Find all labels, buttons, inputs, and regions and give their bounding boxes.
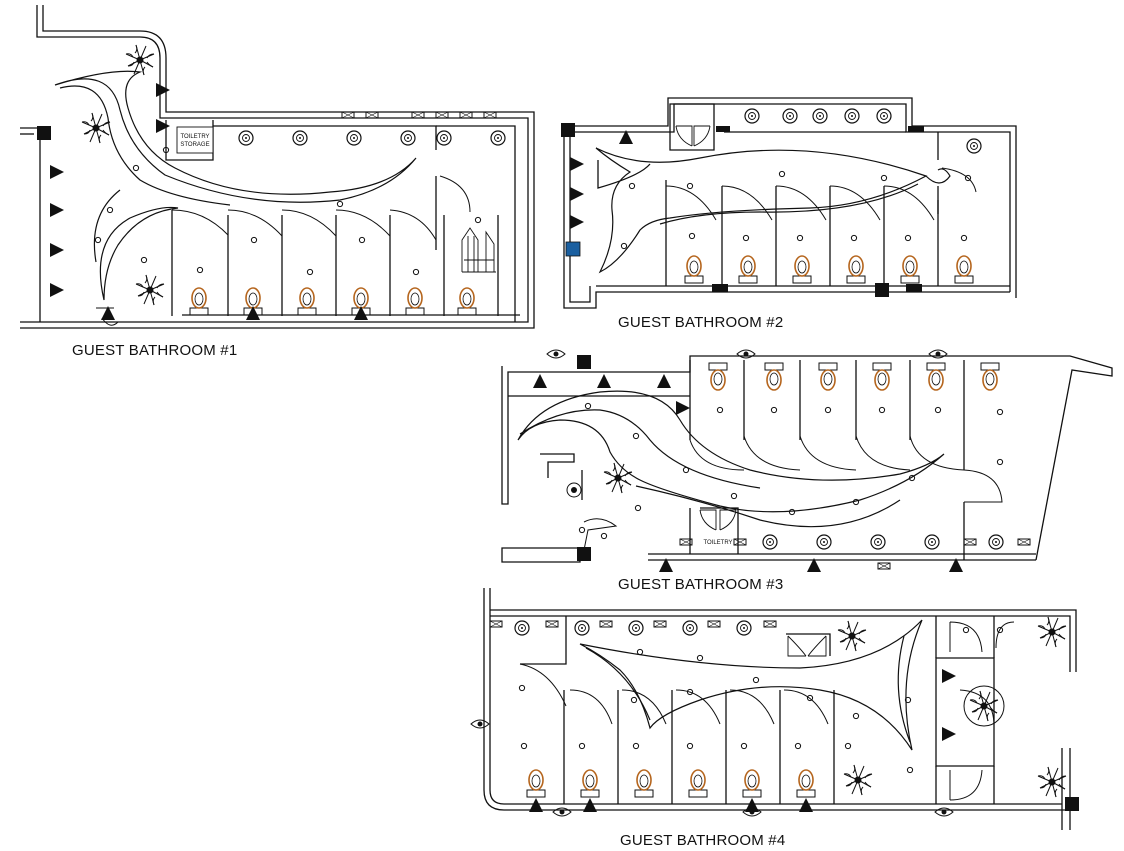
sink-icon: [988, 534, 1004, 550]
sink-icon: [574, 620, 590, 636]
toilet-icon: [764, 362, 784, 391]
toilet-icon: [634, 769, 654, 798]
toilet-icon: [580, 769, 600, 798]
toilet-icon: [526, 769, 546, 798]
sink-icon: [238, 130, 254, 146]
vents-plan-1: [341, 111, 497, 119]
columns-plan-2: [561, 123, 924, 297]
door-double-plan-2: [675, 125, 711, 147]
sink-icon: [844, 108, 860, 124]
toilet-icon: [926, 362, 946, 391]
sink-icon: [628, 620, 644, 636]
decor-sculpture: [461, 227, 496, 273]
ceiling-curve-plan-3: [517, 390, 945, 528]
sink-icon: [736, 620, 752, 636]
door-double-plan-3: [699, 509, 737, 531]
toilet-icon: [708, 362, 728, 391]
toilets-plan-4: [526, 769, 816, 798]
sink-icon: [924, 534, 940, 550]
toilet-icon: [900, 255, 920, 284]
toilet-icon: [872, 362, 892, 391]
toilets-plan-3: [708, 362, 1000, 391]
stall-door-arcs-plan-2: [665, 167, 977, 221]
plant-icon: [135, 274, 165, 306]
stall-door-arcs: [171, 175, 471, 241]
stall-door-arcs-plan-3: [583, 435, 1003, 551]
speakers-plan-3: [533, 374, 963, 572]
toiletry-storage-label-plan-3: TOILETRY: [703, 540, 732, 546]
sink-icon: [400, 130, 416, 146]
toilet-icon: [405, 287, 425, 316]
plant-icon: [843, 764, 873, 796]
guest-bathroom-2-plan: [563, 97, 1017, 309]
guest-bathroom-1-plan: [20, 5, 535, 329]
ceiling-curve-plan-2: [595, 147, 951, 274]
lights-plan-3: [578, 402, 1004, 540]
sinks-plan-1: [238, 130, 506, 146]
toilet-icon: [954, 255, 974, 284]
plants-plan-3: [603, 462, 633, 494]
plant-icon: [81, 112, 111, 144]
wall-outline: [20, 5, 535, 329]
caption-guest-bathroom-2: GUEST BATHROOM #2: [618, 314, 784, 331]
toilet-icon: [796, 769, 816, 798]
caption-guest-bathroom-3: GUEST BATHROOM #3: [618, 576, 784, 593]
toilet-icon: [818, 362, 838, 391]
sink-icon: [436, 130, 452, 146]
sink-icon: [782, 108, 798, 124]
toilet-icon: [738, 255, 758, 284]
toilets-plan-2: [684, 255, 974, 284]
toilet-icon: [189, 287, 209, 316]
plant-icon: [1037, 616, 1067, 648]
marker-square: [565, 241, 581, 257]
sink-icon: [682, 620, 698, 636]
columns-plan-4: [470, 719, 1079, 817]
sinks-plan-3: [762, 534, 1004, 550]
toilet-icon: [792, 255, 812, 284]
sink-icon: [744, 108, 760, 124]
toiletry-storage-label-line1: TOILETRY: [180, 134, 209, 140]
sink-icon: [966, 138, 982, 154]
sink-icon: [870, 534, 886, 550]
toilet-icon: [457, 287, 477, 316]
toilet-icon: [297, 287, 317, 316]
toilet-icon: [846, 255, 866, 284]
caption-guest-bathroom-4: GUEST BATHROOM #4: [620, 832, 786, 849]
planter-circle: [963, 685, 1005, 727]
toilet-icon: [688, 769, 708, 798]
plant-icon: [125, 44, 155, 76]
sink-icon: [876, 108, 892, 124]
toilet-icon: [980, 362, 1000, 391]
plant-icon: [603, 462, 633, 494]
ceiling-curve: [54, 70, 417, 301]
toilet-icon: [742, 769, 762, 798]
toiletry-storage-box: [176, 126, 214, 154]
toilet-icon: [684, 255, 704, 284]
stall-door-arcs-plan-4: [519, 621, 1015, 801]
sink-icon: [292, 130, 308, 146]
sink-icon: [762, 534, 778, 550]
ceiling-curve-plan-4: [579, 619, 923, 751]
lights-plan-1: [94, 146, 482, 276]
caption-guest-bathroom-1: GUEST BATHROOM #1: [72, 342, 238, 359]
guest-bathroom-3-plan: [501, 355, 1113, 563]
columns-plan-3: [546, 349, 948, 561]
plants-plan-4: [837, 616, 1067, 798]
guest-bathroom-4-plan: [483, 588, 1077, 830]
lights-plan-4: [518, 626, 1004, 774]
sink-icon: [816, 534, 832, 550]
toiletry-storage-label-line2: STORAGE: [180, 142, 209, 148]
plant-icon: [837, 620, 867, 652]
sink-icon: [812, 108, 828, 124]
sink-icon: [346, 130, 362, 146]
sink-icon: [514, 620, 530, 636]
lights-plan-2: [620, 170, 972, 250]
sink-icon: [490, 130, 506, 146]
plants-plan-1: [81, 44, 165, 306]
toilets-plan-1: [189, 287, 477, 316]
columns-plan-1: [37, 126, 51, 140]
door-double-plan-4: [787, 635, 827, 657]
sinks-plan-2: [744, 108, 982, 154]
